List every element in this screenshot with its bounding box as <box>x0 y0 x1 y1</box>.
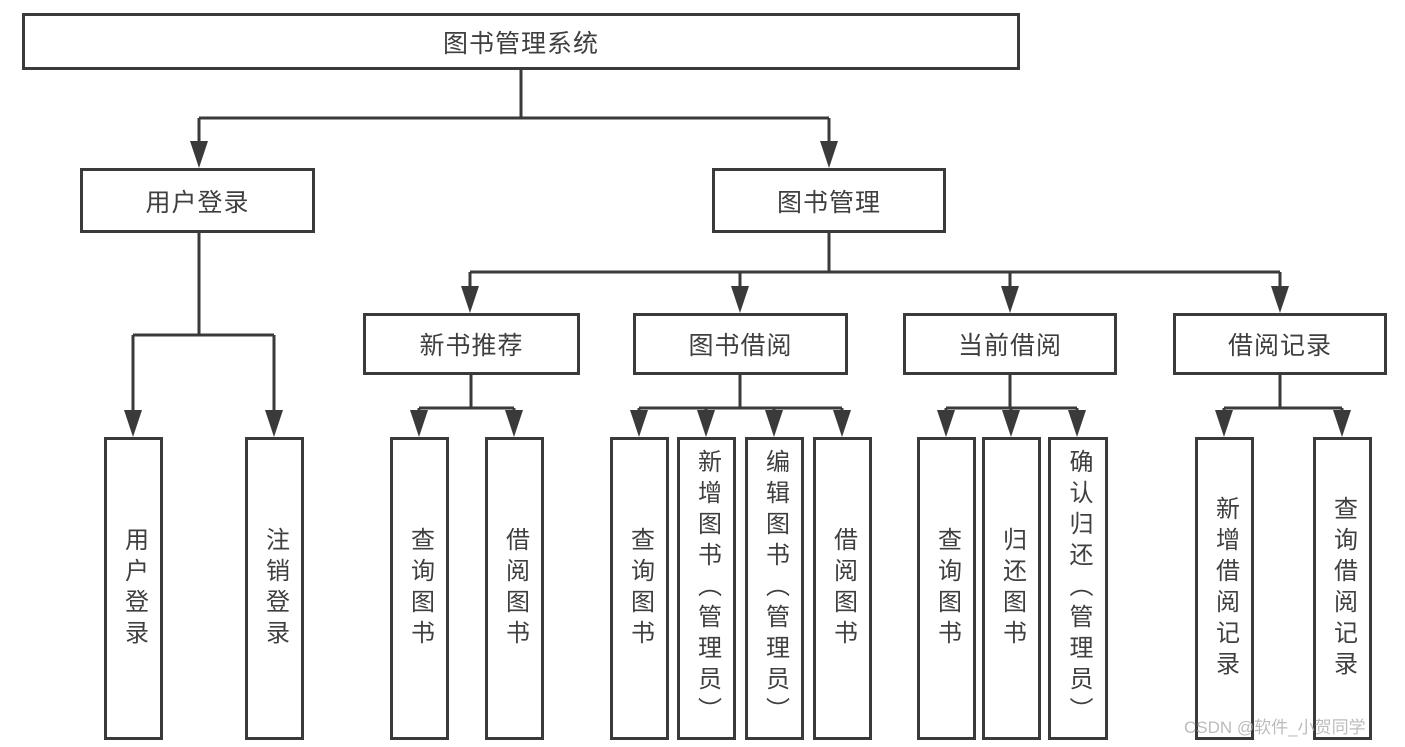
node-label: 图书借阅 <box>688 332 793 360</box>
arrow-down-icon <box>124 410 142 437</box>
leaf-query-books-recommend: 查询图书 <box>390 437 449 740</box>
node-label: 确认归还（管理员） <box>1065 449 1092 728</box>
leaf-query-borrow-record: 查询借阅记录 <box>1313 437 1372 740</box>
leaf-logout: 注销登录 <box>245 437 304 740</box>
arrow-down-icon <box>937 410 955 437</box>
leaf-query-books-borrowing: 查询图书 <box>610 437 669 740</box>
csdn-watermark: CSDN @软件_小贺同学 <box>1184 718 1366 737</box>
arrow-down-icon <box>505 410 523 437</box>
node-book-management: 图书管理 <box>712 168 946 233</box>
arrow-down-icon <box>1215 410 1233 437</box>
arrow-down-icon <box>410 410 428 437</box>
node-label: 查询图书 <box>406 526 434 651</box>
node-label: 查询图书 <box>933 526 961 651</box>
leaf-query-books-current: 查询图书 <box>917 437 976 740</box>
node-book-borrowing: 图书借阅 <box>633 313 848 375</box>
node-borrowing-records: 借阅记录 <box>1173 313 1387 375</box>
arrow-down-icon <box>630 410 648 437</box>
node-label: 图书管理 <box>776 188 881 217</box>
node-label: 查询借阅记录 <box>1329 495 1357 682</box>
leaf-borrow-books: 借阅图书 <box>813 437 872 740</box>
node-label: 借阅记录 <box>1227 332 1332 360</box>
arrow-down-icon <box>765 410 783 437</box>
leaf-borrow-books-recommend: 借阅图书 <box>485 437 544 740</box>
arrow-down-icon <box>731 286 749 313</box>
node-label: 图书管理系统 <box>442 29 599 58</box>
arrow-down-icon <box>820 141 838 168</box>
arrowhead-icons <box>124 141 1351 437</box>
arrow-down-icon <box>461 286 479 313</box>
arrow-down-icon <box>1333 410 1351 437</box>
leaf-return-books: 归还图书 <box>982 437 1041 740</box>
arrow-down-icon <box>190 141 208 168</box>
arrow-down-icon <box>1002 410 1020 437</box>
node-current-borrowing: 当前借阅 <box>903 313 1117 375</box>
node-label: 新书推荐 <box>419 332 524 360</box>
arrow-down-icon <box>697 410 715 437</box>
arrow-down-icon <box>1001 286 1019 313</box>
node-label: 用户登录 <box>120 526 148 651</box>
leaf-add-books-admin: 新增图书（管理员） <box>677 437 736 740</box>
node-new-book-recommendation: 新书推荐 <box>363 313 580 375</box>
node-label: 注销登录 <box>261 526 289 651</box>
node-label: 新增借阅记录 <box>1211 495 1239 682</box>
node-label: 借阅图书 <box>501 526 529 651</box>
arrow-down-icon <box>1271 286 1289 313</box>
node-user-login: 用户登录 <box>80 168 315 233</box>
node-label: 新增图书（管理员） <box>693 449 721 728</box>
arrow-down-icon <box>1068 410 1086 437</box>
leaf-edit-books-admin: 编辑图书（管理员） <box>745 437 804 740</box>
arrow-down-icon <box>265 410 283 437</box>
leaf-add-borrow-record: 新增借阅记录 <box>1195 437 1254 740</box>
node-label: 用户登录 <box>145 188 250 217</box>
node-label: 归还图书 <box>998 526 1026 651</box>
node-label: 借阅图书 <box>829 526 857 651</box>
node-label: 编辑图书（管理员） <box>761 449 789 728</box>
node-label: 查询图书 <box>626 526 654 651</box>
arrow-down-icon <box>833 410 851 437</box>
leaf-confirm-return-admin: 确认归还（管理员） <box>1048 437 1108 740</box>
leaf-user-login: 用户登录 <box>104 437 163 740</box>
node-library-management-system: 图书管理系统 <box>22 13 1020 70</box>
node-label: 当前借阅 <box>957 332 1062 360</box>
